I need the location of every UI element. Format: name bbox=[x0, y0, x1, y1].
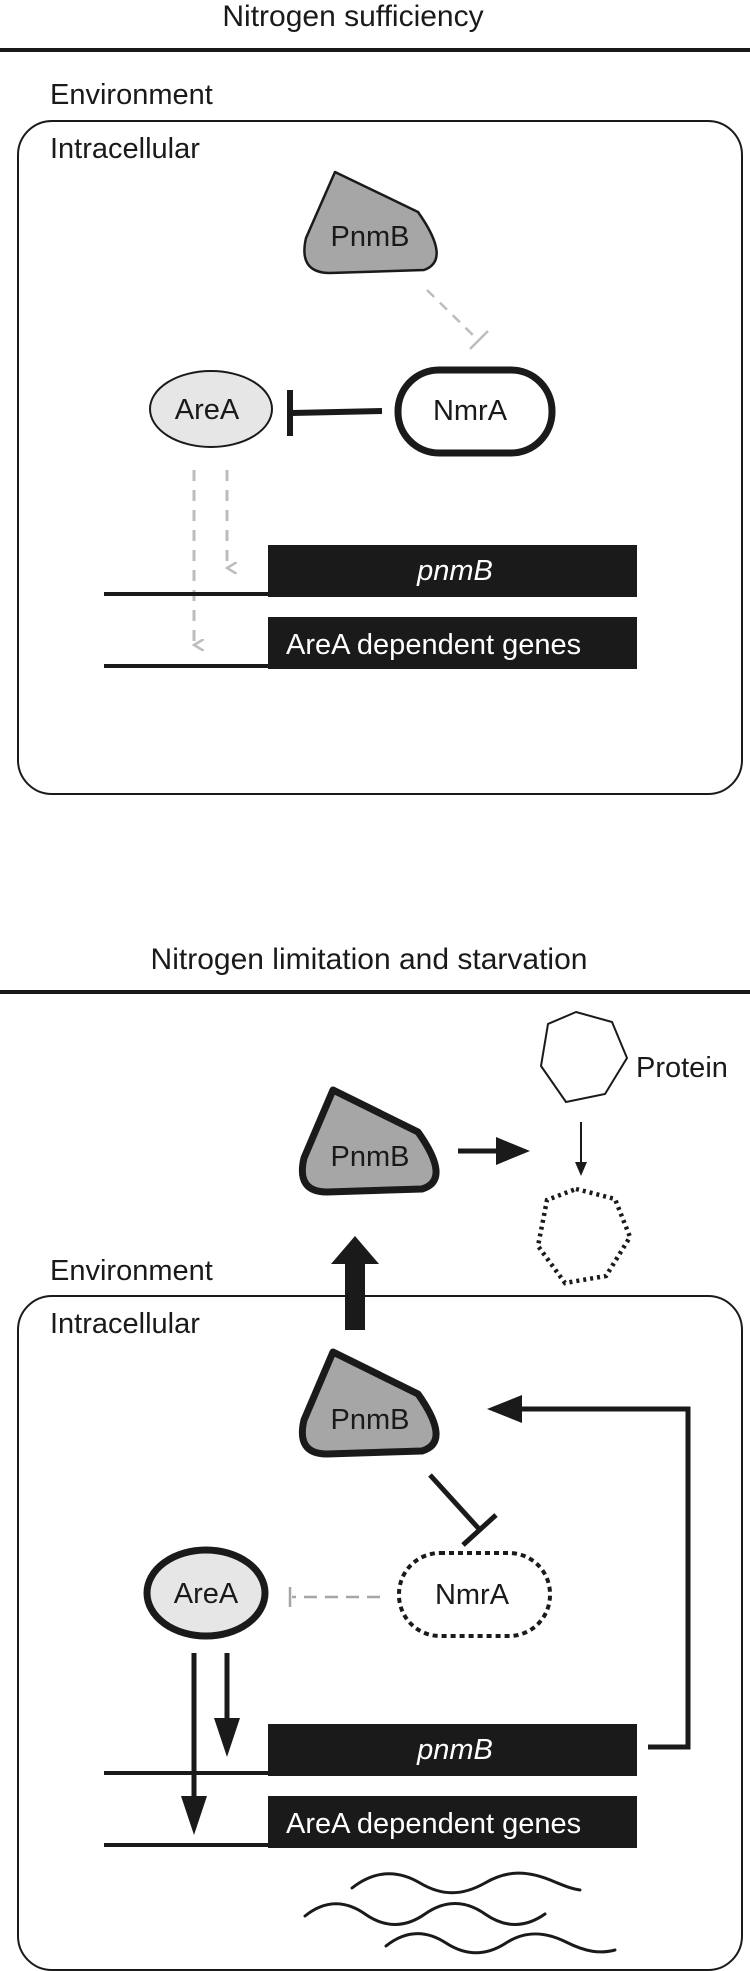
area-label: AreA bbox=[175, 394, 240, 426]
nmra-area-inhibition-inactive bbox=[288, 1587, 380, 1607]
area-node: AreA bbox=[143, 1546, 269, 1640]
pnmb-gene: pnmB bbox=[104, 1724, 637, 1776]
pnmb-expression-feedback-arrow bbox=[487, 1395, 691, 1750]
pnmb-gene: pnmB bbox=[104, 545, 637, 597]
pnmb-nmra-inhibition bbox=[428, 1473, 498, 1547]
degraded-protein-hexagon-icon bbox=[535, 1186, 633, 1286]
protein-degradation-arrow bbox=[575, 1122, 587, 1176]
panel-limitation: Nitrogen limitation and starvation Prote… bbox=[0, 943, 750, 1971]
nmra-label: NmrA bbox=[433, 395, 508, 427]
pnmb-label: PnmB bbox=[331, 1404, 410, 1436]
mrna-waves-icon bbox=[303, 1871, 617, 1955]
environment-label: Environment bbox=[50, 79, 213, 111]
nmra-label: NmrA bbox=[435, 1579, 510, 1611]
nmra-node: NmrA bbox=[394, 366, 556, 457]
intracellular-label: Intracellular bbox=[50, 1308, 200, 1340]
pnmb-secreted-node: PnmB bbox=[298, 1086, 440, 1196]
nmra-node: NmrA bbox=[397, 1551, 552, 1638]
area-label: AreA bbox=[174, 1578, 239, 1610]
intracellular-label: Intracellular bbox=[50, 133, 200, 165]
pnmb-node: PnmB bbox=[298, 1348, 440, 1458]
environment-label: Environment bbox=[50, 1255, 213, 1287]
panel-title: Nitrogen sufficiency bbox=[222, 0, 483, 33]
pnmb-gene-label: pnmB bbox=[416, 1734, 493, 1766]
protein-label: Protein bbox=[636, 1052, 728, 1084]
dependent-genes-label: AreA dependent genes bbox=[286, 1808, 581, 1840]
protein-hexagon-icon bbox=[539, 1010, 629, 1104]
pnmb-node: PnmB bbox=[303, 170, 438, 275]
area-pnmb-activation bbox=[214, 1653, 240, 1757]
pnmb-label: PnmB bbox=[331, 221, 410, 253]
pnmb-nmra-inhibition-inactive bbox=[426, 289, 489, 350]
area-dependent-genes: AreA dependent genes bbox=[104, 1796, 637, 1848]
cell-boundary bbox=[17, 120, 743, 795]
panel-sufficiency: Nitrogen sufficiency Environment Intrace… bbox=[0, 0, 750, 795]
area-dependent-genes: AreA dependent genes bbox=[104, 617, 637, 669]
dependent-genes-label: AreA dependent genes bbox=[286, 629, 581, 661]
nmra-area-inhibition bbox=[287, 390, 383, 436]
area-genes-activation bbox=[181, 1653, 207, 1835]
panel-title: Nitrogen limitation and starvation bbox=[151, 943, 588, 976]
pnmb-protein-arrow bbox=[458, 1137, 530, 1165]
cell-boundary bbox=[17, 1295, 743, 1971]
pnmb-secreted-label: PnmB bbox=[331, 1141, 410, 1173]
secretion-arrow bbox=[331, 1236, 379, 1330]
pnmb-gene-label: pnmB bbox=[416, 555, 493, 587]
area-node: AreA bbox=[149, 370, 273, 448]
